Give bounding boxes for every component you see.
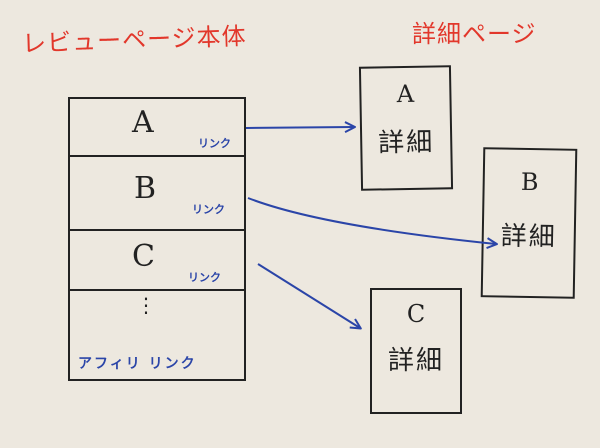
section-letter-a: A xyxy=(132,105,154,140)
section-link-a[interactable]: リンク xyxy=(198,137,231,150)
review-section-b: B リンク xyxy=(70,155,244,231)
section-letter-c: C xyxy=(132,239,155,274)
arrow-b xyxy=(247,197,498,249)
detail-card-letter-b: B xyxy=(520,167,539,197)
detail-card-text-a: 詳細 xyxy=(377,127,435,159)
arrow-c xyxy=(257,263,362,330)
detail-card-a: A 詳細 xyxy=(358,65,454,191)
review-section-c: C リンク xyxy=(70,229,244,291)
ellipsis-dots: ⋮ xyxy=(136,293,156,317)
arrow-a xyxy=(245,121,356,133)
detail-card-letter-c: C xyxy=(406,300,426,328)
detail-card-text-b: 詳細 xyxy=(500,221,558,253)
detail-card-c: C 詳細 xyxy=(370,288,462,414)
affiliate-link[interactable]: アフィリ リンク xyxy=(78,356,197,372)
detail-card-text-c: 詳細 xyxy=(387,346,444,376)
section-link-b[interactable]: リンク xyxy=(192,203,225,216)
section-link-c[interactable]: リンク xyxy=(188,271,221,284)
review-page-box: A リンク B リンク C リンク ⋮ アフィリ リンク xyxy=(68,97,246,381)
detail-pages-title: 詳細ページ xyxy=(412,20,537,48)
detail-card-letter-a: A xyxy=(396,79,415,109)
section-letter-b: B xyxy=(134,171,157,206)
detail-card-b: B 詳細 xyxy=(480,147,578,299)
review-section-a: A リンク xyxy=(70,99,244,157)
review-page-title: レビューページ本体 xyxy=(21,22,248,58)
